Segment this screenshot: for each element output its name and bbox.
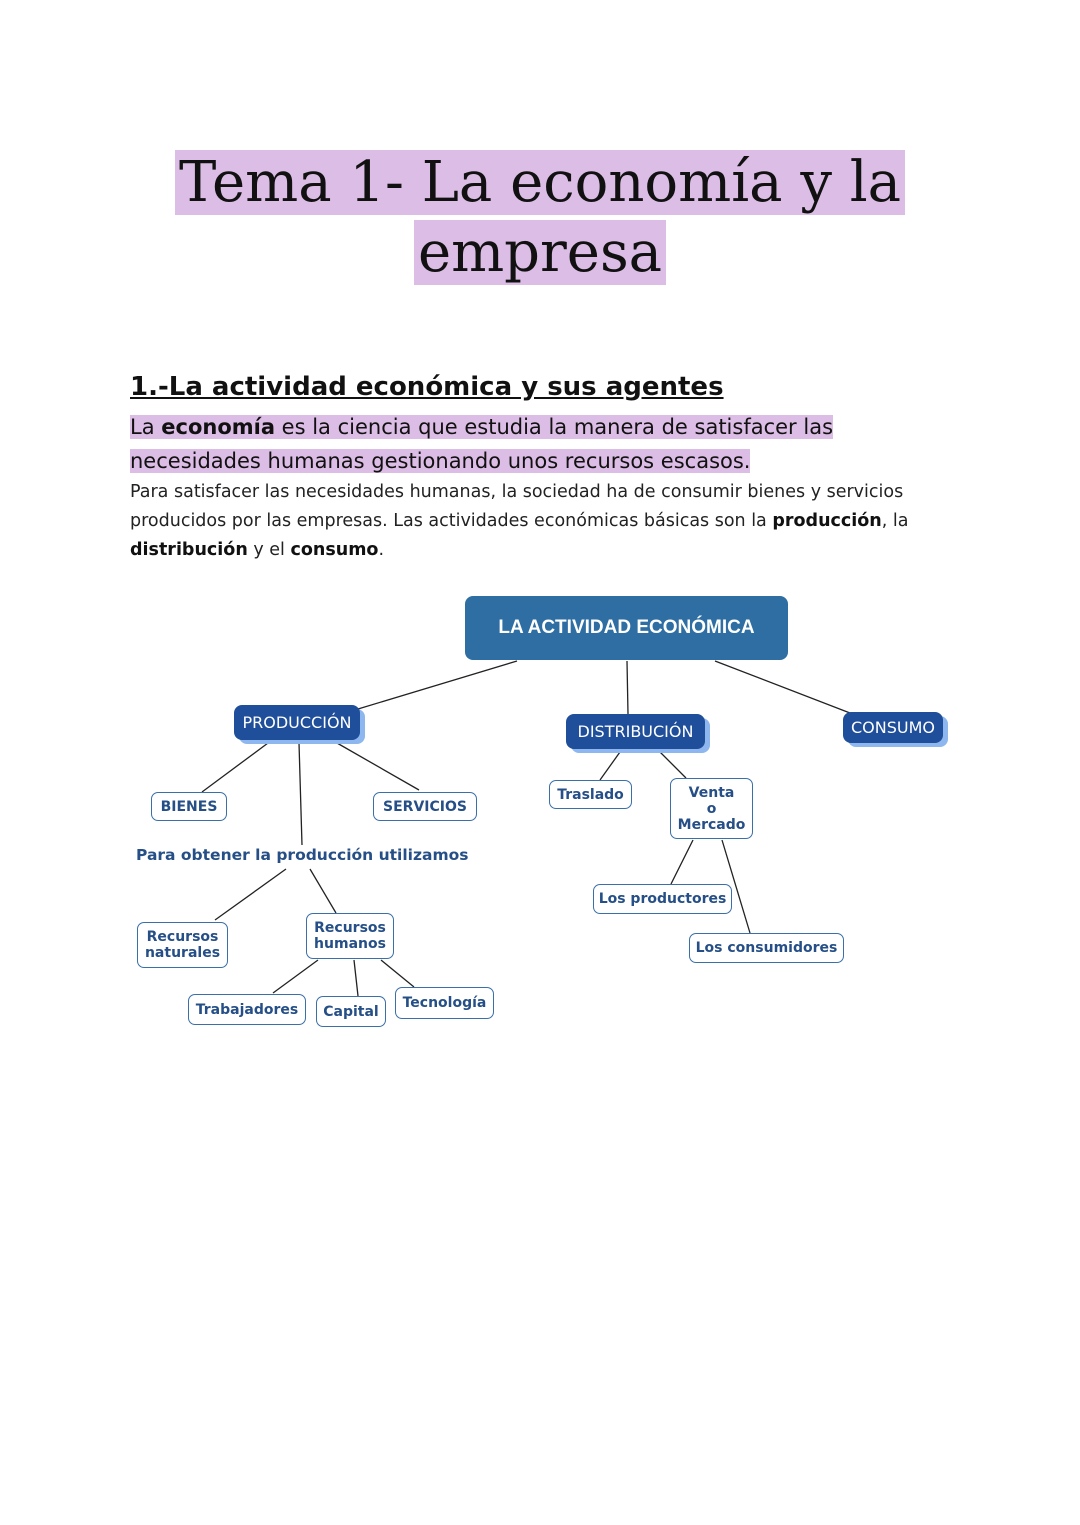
keyword-consumo: consumo (290, 540, 379, 560)
category-consumo: CONSUMO (843, 712, 943, 743)
page-title: Tema 1- La economía y la empresa (0, 148, 1080, 288)
definition-paragraph: La economía es la ciencia que estudia la… (130, 410, 890, 478)
connector (336, 742, 420, 791)
category-produccion: PRODUCCIÓN (234, 705, 360, 740)
leaf-label: Recursos (314, 920, 386, 936)
leaf-los-productores: Los productores (593, 884, 732, 914)
leaf-tecnologia: Tecnología (395, 987, 494, 1019)
category-distribucion: DISTRIBUCIÓN (566, 714, 705, 749)
root-node-actividad-economica: LA ACTIVIDAD ECONÓMICA (465, 596, 788, 660)
leaf-label: o (706, 800, 717, 817)
note-para-obtener: Para obtener la producción utilizamos (136, 846, 469, 864)
connector (298, 742, 303, 846)
leaf-label: humanos (314, 936, 386, 952)
definition-post: es la ciencia que estudia la manera de s… (130, 415, 834, 473)
title-line-1: Tema 1- La economía y la (174, 150, 906, 215)
leaf-traslado: Traslado (549, 780, 632, 809)
keyword-produccion: producción (772, 511, 882, 531)
connector (659, 751, 687, 779)
leaf-capital: Capital (316, 996, 386, 1027)
leaf-bienes: BIENES (151, 792, 227, 821)
definition-pre: La (130, 415, 162, 439)
leaf-label: naturales (144, 945, 221, 961)
leaf-servicios: SERVICIOS (373, 792, 477, 821)
connector (357, 660, 518, 710)
leaf-label: Recursos (146, 929, 219, 945)
leaf-los-consumidores: Los consumidores (689, 933, 844, 963)
connector (309, 868, 337, 914)
connector (714, 660, 851, 714)
leaf-trabajadores: Trabajadores (188, 994, 306, 1025)
paragraph-text: Para satisfacer las necesidades humanas,… (130, 482, 904, 531)
connector (599, 751, 621, 781)
title-line-2: empresa (413, 220, 667, 285)
connector (201, 742, 269, 793)
leaf-label: Mercado (677, 816, 746, 833)
paragraph-text: . (378, 540, 385, 560)
body-paragraph: Para satisfacer las necesidades humanas,… (130, 478, 930, 565)
connector (670, 839, 694, 885)
definition-term: economía (161, 415, 275, 439)
connector (353, 959, 359, 997)
keyword-distribucion: distribución (130, 540, 248, 560)
connector (272, 959, 319, 994)
section-heading: 1.-La actividad económica y sus agentes (130, 372, 724, 402)
paragraph-text: , la (881, 511, 909, 531)
connector (626, 660, 629, 715)
paragraph-text: y el (247, 540, 291, 560)
connector (214, 868, 287, 921)
leaf-label: Venta (688, 784, 735, 801)
connector (721, 839, 751, 934)
connector (380, 959, 415, 988)
